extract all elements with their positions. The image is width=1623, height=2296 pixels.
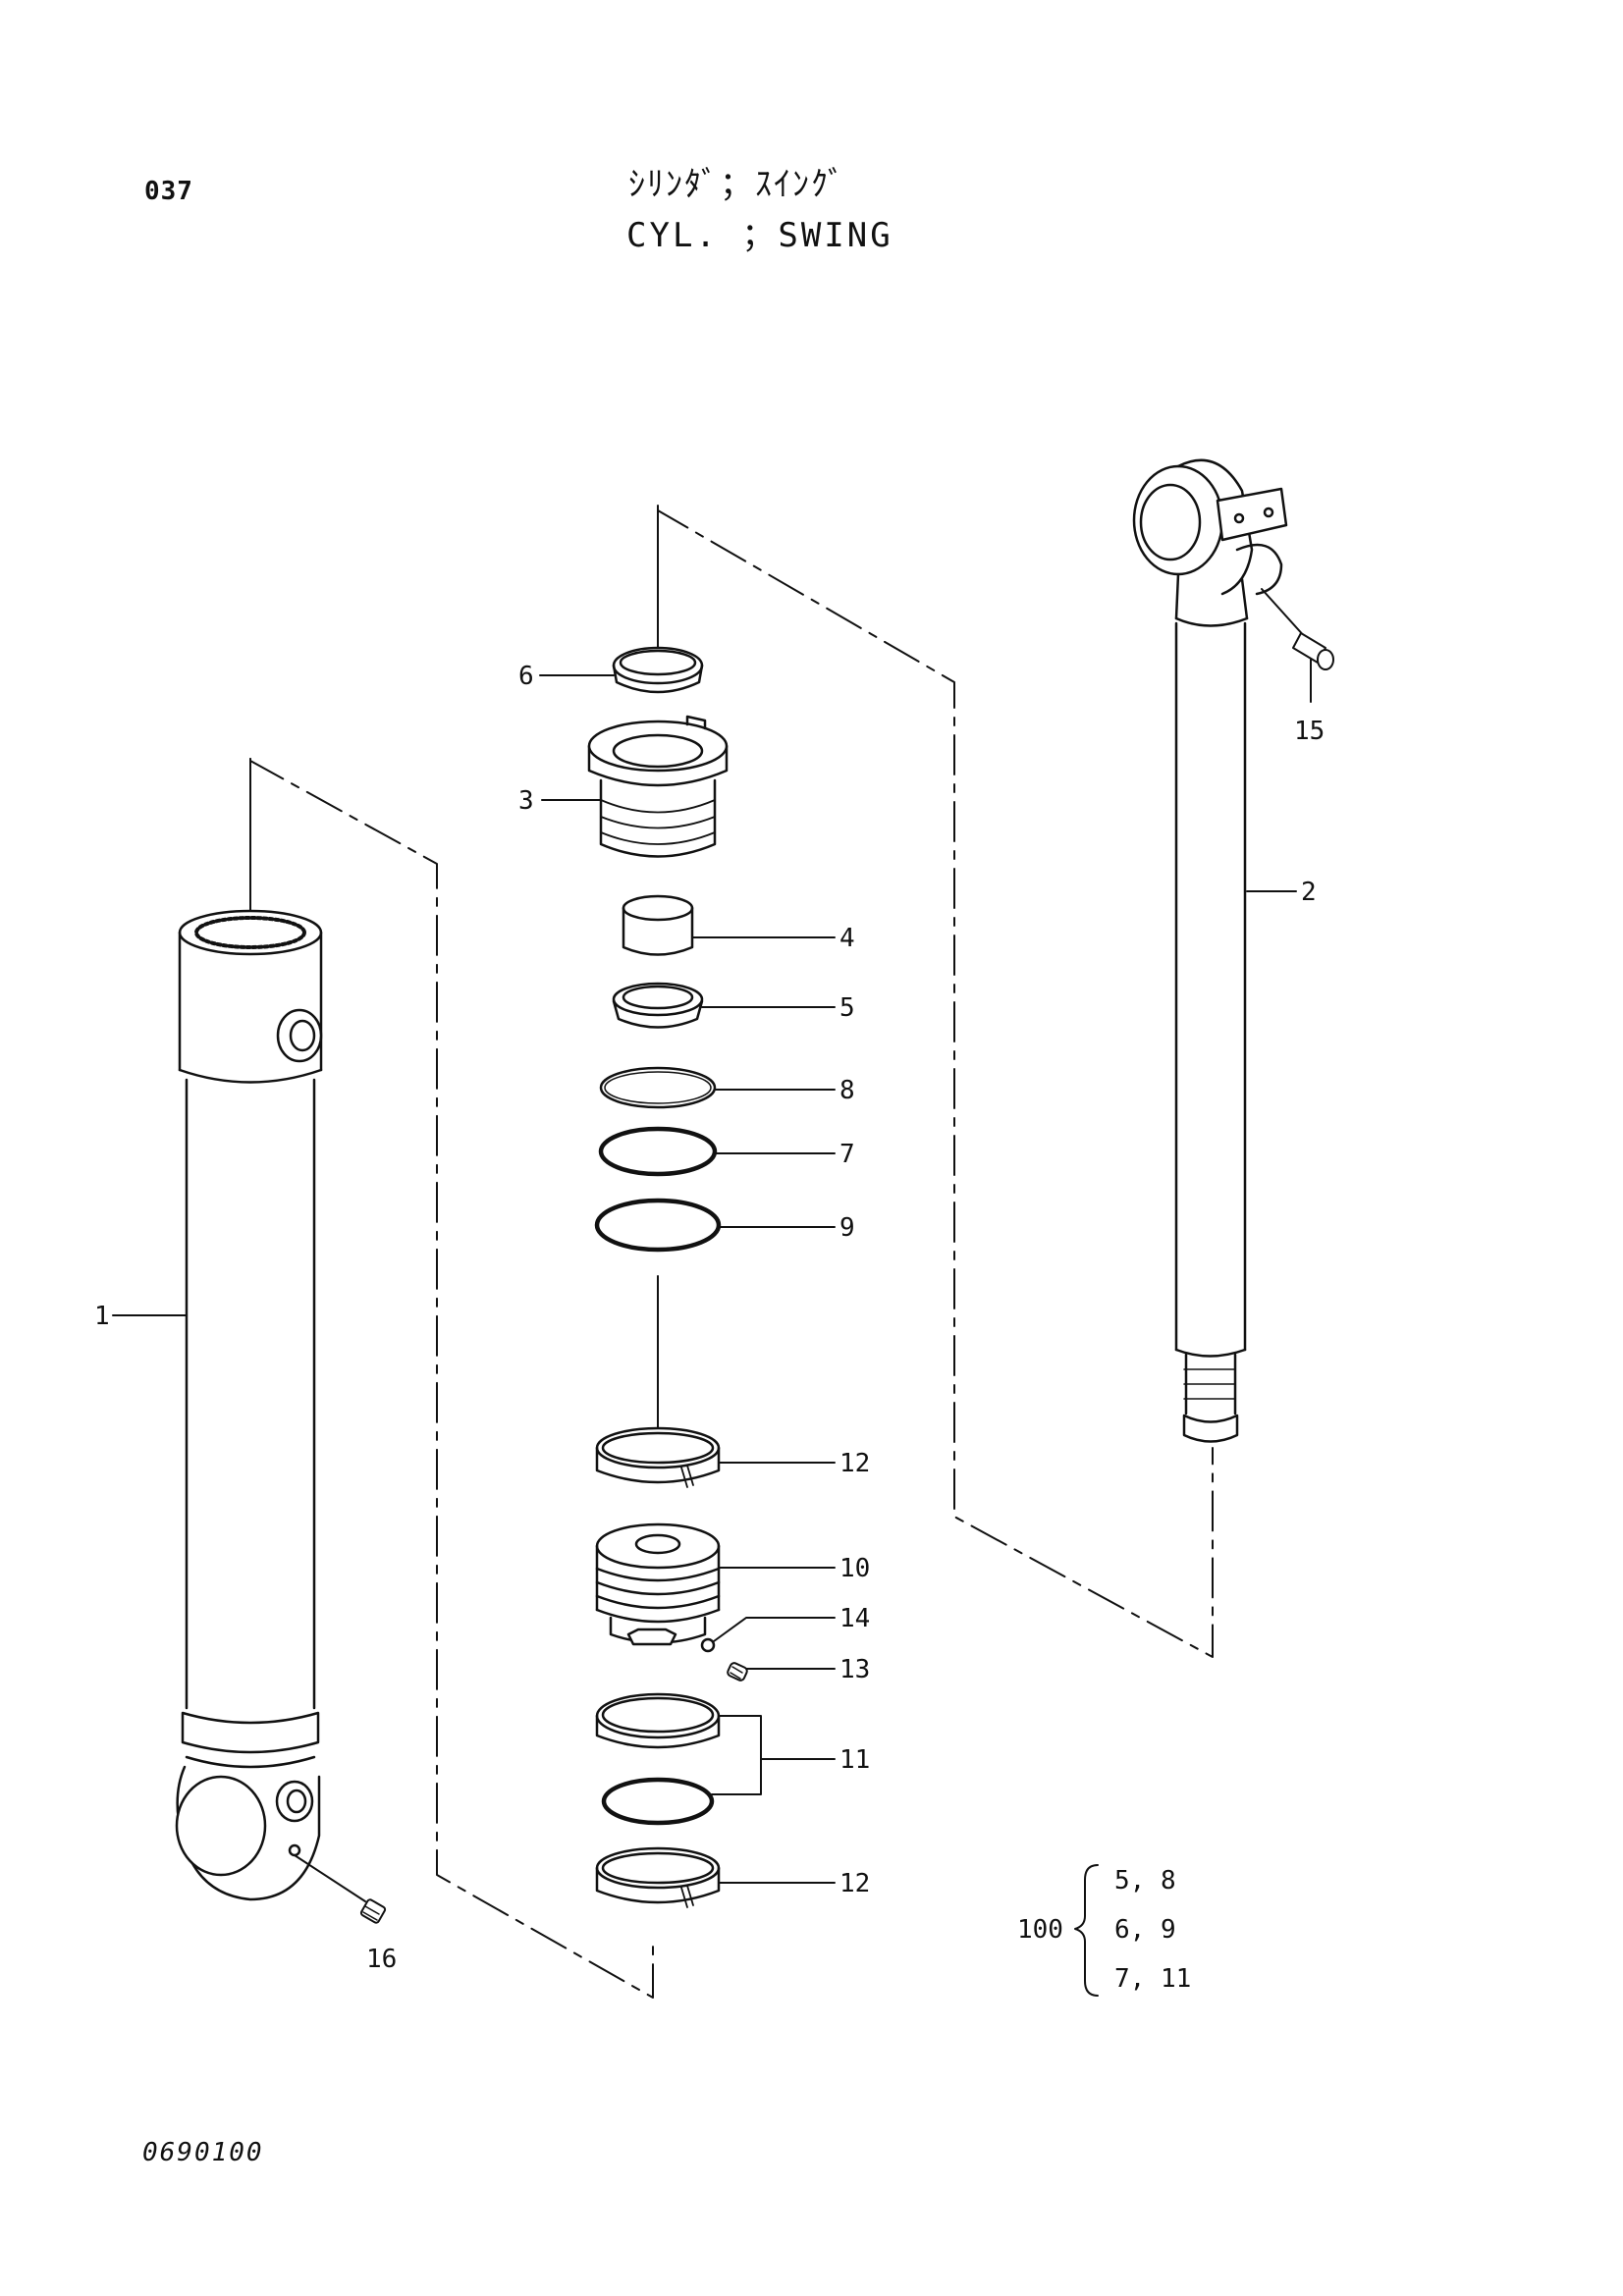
part-1-cylinder-tube: [175, 909, 366, 1902]
callout-13: 13: [839, 1655, 871, 1684]
kit-number: 100: [1017, 1915, 1063, 1945]
part-13-set-screw: [727, 1662, 748, 1682]
assembly-guide-solid: [249, 509, 659, 1459]
callout-4: 4: [839, 924, 855, 953]
part-14-steel-ball: [700, 1637, 716, 1653]
part-15-grease-fitting: [1292, 632, 1334, 703]
assembly-guide-lines: [249, 505, 1214, 1999]
callout-15: 15: [1294, 717, 1325, 746]
kit-row-2: 6, 9: [1114, 1915, 1176, 1945]
part-5-seal: [612, 982, 704, 1029]
part-16-plug: [359, 1898, 387, 1924]
callout-7: 7: [839, 1140, 855, 1169]
part-12-wear-ring-upper: [595, 1426, 721, 1488]
callout-12-upper: 12: [839, 1449, 871, 1478]
part-2-piston-rod: [1132, 458, 1307, 1443]
drawing-number: 0690100: [142, 2138, 264, 2167]
callout-5: 5: [839, 993, 855, 1023]
kit-row-3: 7, 11: [1114, 1964, 1192, 1994]
callout-16: 16: [366, 1945, 398, 1974]
part-8-backup-ring: [599, 1066, 717, 1109]
part-7-o-ring: [598, 1126, 718, 1177]
title-english: CYL. ；SWING: [626, 216, 893, 255]
page-number: 037: [144, 177, 193, 206]
part-9-o-ring: [594, 1198, 722, 1253]
callout-3: 3: [518, 786, 534, 816]
part-3-gland: [587, 715, 729, 858]
kit-brace: [1074, 1864, 1099, 1997]
callout-9: 9: [839, 1213, 855, 1243]
kit-row-1: 5, 8: [1114, 1866, 1176, 1896]
callout-1: 1: [94, 1302, 110, 1331]
part-10-piston: [595, 1522, 721, 1646]
callout-2: 2: [1301, 878, 1317, 907]
callout-6: 6: [518, 662, 534, 691]
callout-14: 14: [839, 1604, 871, 1633]
title-japanese: ｼﾘﾝﾀﾞ；ｽｲﾝｸﾞ: [628, 165, 846, 204]
leader-lines: [112, 674, 1297, 1884]
callout-11: 11: [839, 1745, 871, 1775]
part-11-seal-set: [595, 1692, 721, 1826]
callout-8: 8: [839, 1076, 855, 1105]
part-6-dust-seal: [612, 646, 704, 694]
callout-12-lower: 12: [839, 1869, 871, 1898]
part-12-wear-ring-lower: [595, 1846, 721, 1908]
callout-10: 10: [839, 1554, 871, 1583]
part-4-bushing: [622, 894, 694, 956]
